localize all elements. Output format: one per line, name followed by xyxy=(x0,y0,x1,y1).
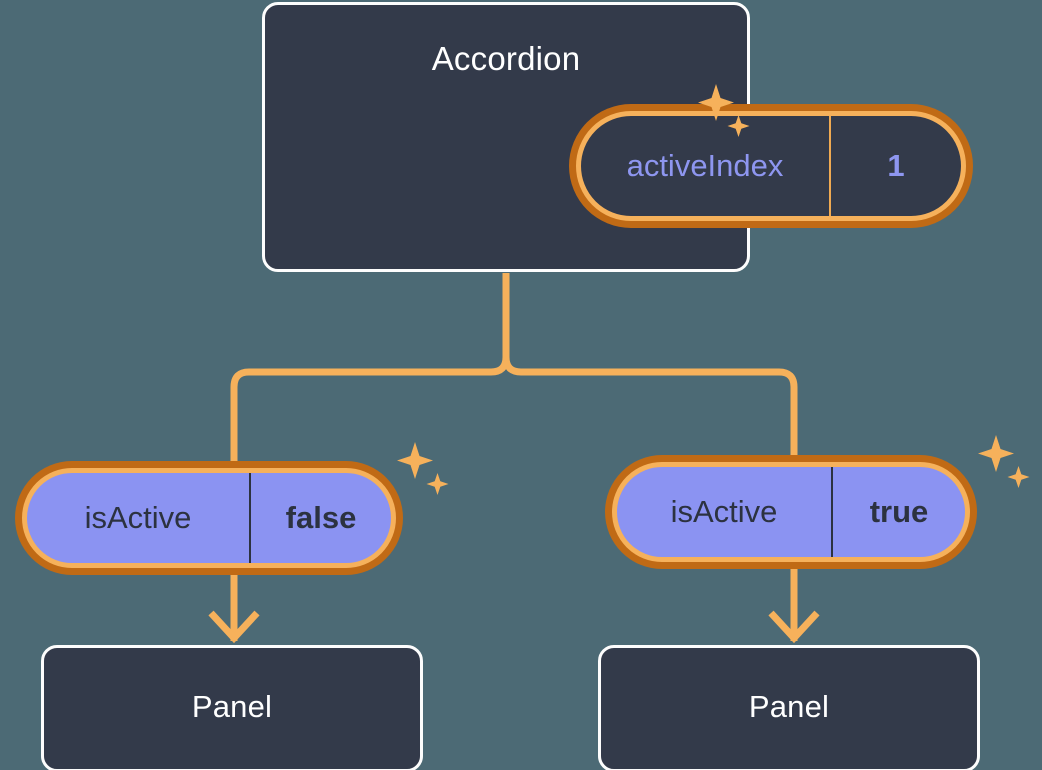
badge-is-active-false-value: false xyxy=(249,473,391,563)
badge-active-index-value: 1 xyxy=(829,116,961,216)
sparkle-icon xyxy=(397,442,449,495)
panel-title-right: Panel xyxy=(748,689,830,724)
arrowhead-left-icon xyxy=(208,610,260,644)
accordion-component-card[interactable]: Accordion activeIndex 1 xyxy=(262,2,966,272)
badge-is-active-true-name: isActive xyxy=(670,494,778,529)
badge-active-index-name: activeIndex xyxy=(626,148,784,183)
connector-root-to-right-child xyxy=(502,356,798,462)
badge-is-active-false[interactable]: isActive false xyxy=(22,468,396,568)
badge-is-active-true-value: true xyxy=(831,467,965,557)
sparkle-icon xyxy=(978,435,1030,488)
panel-title-left: Panel xyxy=(191,689,273,724)
accordion-title: Accordion xyxy=(431,40,581,77)
connector-root-to-children xyxy=(230,273,510,468)
badge-is-active-true[interactable]: isActive true xyxy=(612,462,970,562)
badge-is-active-false-name: isActive xyxy=(84,500,192,535)
badge-active-index[interactable]: activeIndex 1 xyxy=(576,111,966,221)
arrowhead-right-icon xyxy=(768,610,820,644)
panel-component-card-right[interactable]: Panel xyxy=(598,645,980,770)
panel-component-card-left[interactable]: Panel xyxy=(41,645,423,770)
